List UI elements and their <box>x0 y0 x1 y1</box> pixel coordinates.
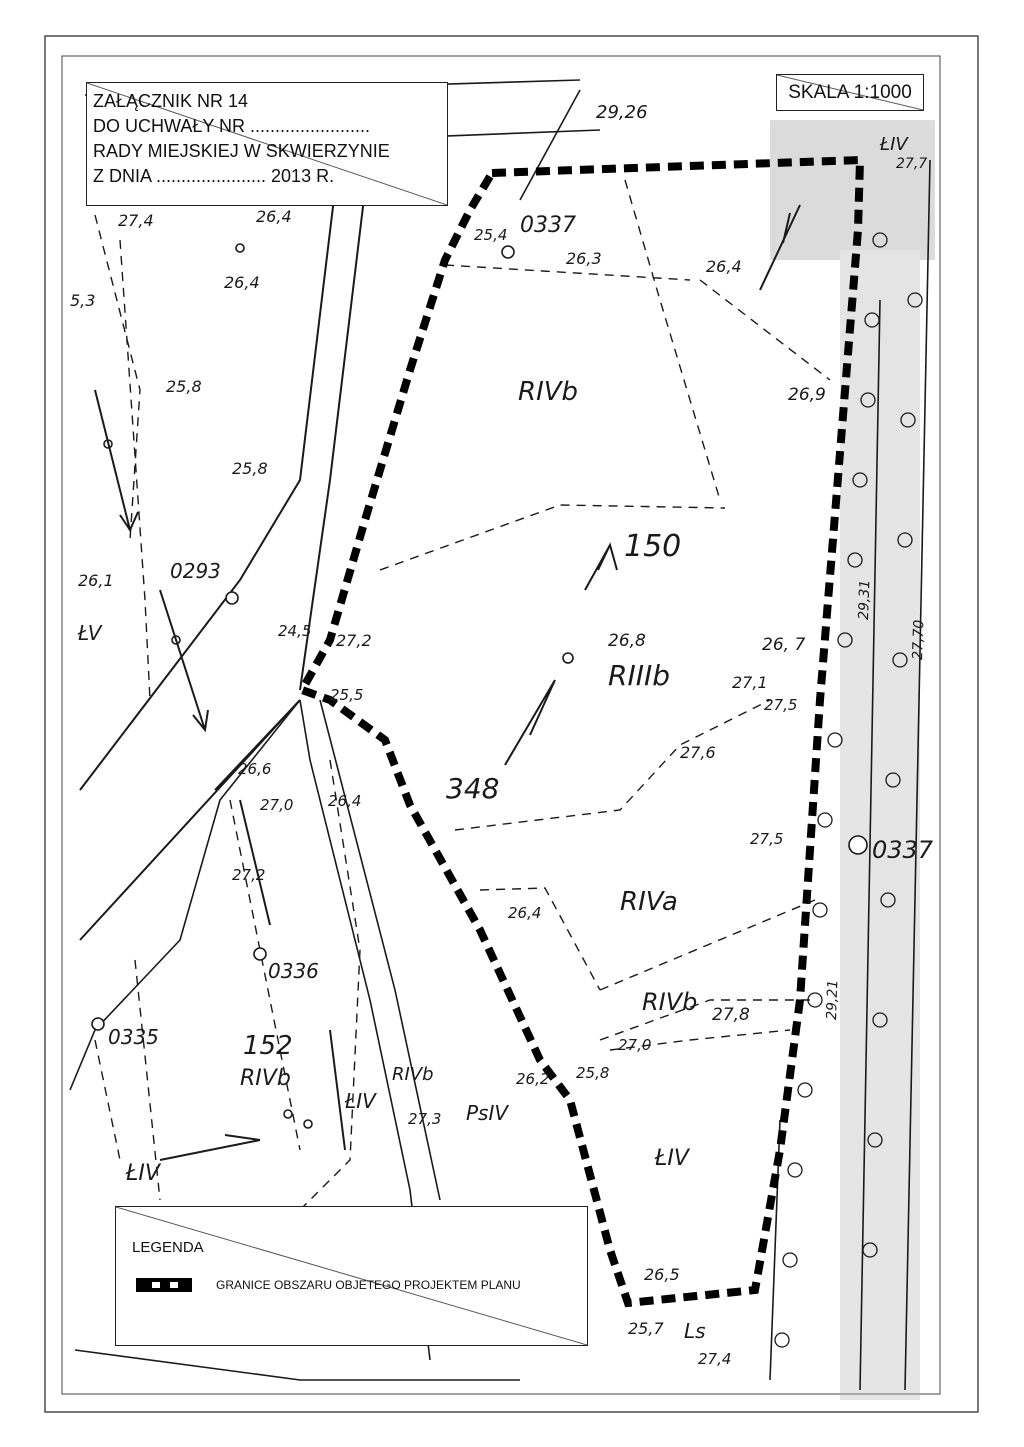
legend-entry-boundary: GRANICE OBSZARU OBJETEGO PROJEKTEM PLANU <box>136 1270 576 1300</box>
label-land-rivb-mid: RIVb <box>392 1064 434 1085</box>
title-line-3: RADY MIEJSKIEJ W SKWIERZYNIE <box>93 141 390 161</box>
label-parcel-152: 152 <box>243 1031 293 1061</box>
label-parcel-0336: 0336 <box>268 959 319 983</box>
label-h-29-26: 29,26 <box>596 102 648 123</box>
label-h-26-4c: 26,4 <box>256 207 292 226</box>
label-land-riva: RIVa <box>620 887 678 917</box>
label-land-ls: Ls <box>684 1319 706 1343</box>
label-land-riiib: RIIIb <box>608 659 670 692</box>
label-h-26-4d: 26,4 <box>328 792 361 810</box>
label-h-27-3: 27,3 <box>408 1110 441 1128</box>
map-labels: 0337 0337 150 348 0293 0336 0335 152 RIV… <box>70 102 934 1368</box>
label-h-27-2: 27,2 <box>336 631 372 650</box>
project-boundary <box>296 155 865 1308</box>
label-parcel-0335: 0335 <box>108 1025 159 1049</box>
label-h-27-0b: 27,0 <box>618 1036 651 1054</box>
boundary-line-swatch <box>136 1278 192 1292</box>
label-h-26-6: 26,6 <box>238 760 271 778</box>
scale-block: SKALA 1:1000 <box>776 74 924 111</box>
label-h-26-4b: 26,4 <box>224 273 260 292</box>
label-h-26-3: 26,3 <box>566 249 602 268</box>
label-h-29-21: 29,21 <box>824 980 841 1021</box>
title-line-1: ZAŁĄCZNIK NR 14 <box>93 91 249 111</box>
flow-arrows <box>94 204 801 1161</box>
label-h-27-1: 27,1 <box>732 673 768 692</box>
label-h-29-31: 29,31 <box>856 580 873 621</box>
label-h-24-5: 24,5 <box>278 622 311 640</box>
label-parcel-150: 150 <box>624 529 681 564</box>
label-h-25-7: 25,7 <box>628 1319 664 1338</box>
legend-entry-label: GRANICE OBSZARU OBJETEGO PROJEKTEM PLANU <box>216 1278 521 1292</box>
label-h-27-7: 27,7 <box>896 156 927 172</box>
tree-row <box>774 232 923 1348</box>
road-band <box>79 189 366 941</box>
label-h-5-3: 5,3 <box>70 291 95 310</box>
label-h-25-4: 25,4 <box>474 226 507 244</box>
label-land-liv-left: ŁIV <box>125 1161 162 1186</box>
label-land-liv-main: ŁIV <box>654 1146 691 1171</box>
legend-title: LEGENDA <box>132 1239 204 1256</box>
label-h-26-1: 26,1 <box>78 571 114 590</box>
label-h-27-5a: 27,5 <box>764 696 797 714</box>
scale-label: SKALA 1:1000 <box>788 82 912 103</box>
shading <box>770 120 935 1400</box>
survey-points <box>91 243 868 1129</box>
label-parcel-0337-right: 0337 <box>872 836 934 864</box>
label-land-rivb-lower: RIVb <box>642 988 697 1016</box>
label-h-26-2: 26,2 <box>516 1070 549 1088</box>
title-line-2: DO UCHWAŁY NR ........................ <box>93 116 371 136</box>
label-h-27-4: 27,4 <box>118 211 154 230</box>
label-land-rivb-top: RIVb <box>518 377 578 407</box>
label-h-27-0a: 27,0 <box>260 796 293 814</box>
label-h-27-6: 27,6 <box>680 743 716 762</box>
title-block: ZAŁĄCZNIK NR 14 DO UCHWAŁY NR ..........… <box>86 82 448 206</box>
map-frame <box>61 55 941 1395</box>
label-land-liv-top: ŁIV <box>879 134 909 155</box>
legend: LEGENDA GRANICE OBSZARU OBJETEGO PROJEKT… <box>115 1206 588 1346</box>
title-line-4: Z DNIA ...................... 2013 R. <box>93 166 335 186</box>
label-h-27-70: 27,70 <box>910 619 927 660</box>
label-h-25-8c: 25,8 <box>576 1064 609 1082</box>
label-land-psiv: PsIV <box>466 1101 509 1125</box>
label-h-26-5: 26,5 <box>644 1265 680 1284</box>
label-h-26-4a: 26,4 <box>706 257 742 276</box>
label-land-lv: ŁV <box>77 621 103 645</box>
label-h-25-5: 25,5 <box>330 686 363 704</box>
label-parcel-0293: 0293 <box>170 559 221 583</box>
label-h-27-4b: 27,4 <box>698 1350 731 1368</box>
label-parcel-0337-top: 0337 <box>520 213 576 238</box>
label-h-27-8: 27,8 <box>712 1005 750 1025</box>
label-land-rivb-152: RIVb <box>240 1066 291 1091</box>
label-land-liv-mid: ŁIV <box>344 1089 377 1113</box>
dashed-lines <box>94 179 831 1211</box>
label-h-26-8: 26,8 <box>608 631 646 651</box>
label-h-27-5b: 27,5 <box>750 830 783 848</box>
label-parcel-348: 348 <box>446 772 499 805</box>
label-h-26-9: 26,9 <box>788 385 826 405</box>
label-h-26-7: 26, 7 <box>762 635 805 655</box>
label-h-25-8b: 25,8 <box>232 459 268 478</box>
label-h-26-4e: 26,4 <box>508 904 541 922</box>
label-h-25-8a: 25,8 <box>166 377 202 396</box>
label-h-27-2b: 27,2 <box>232 866 265 884</box>
